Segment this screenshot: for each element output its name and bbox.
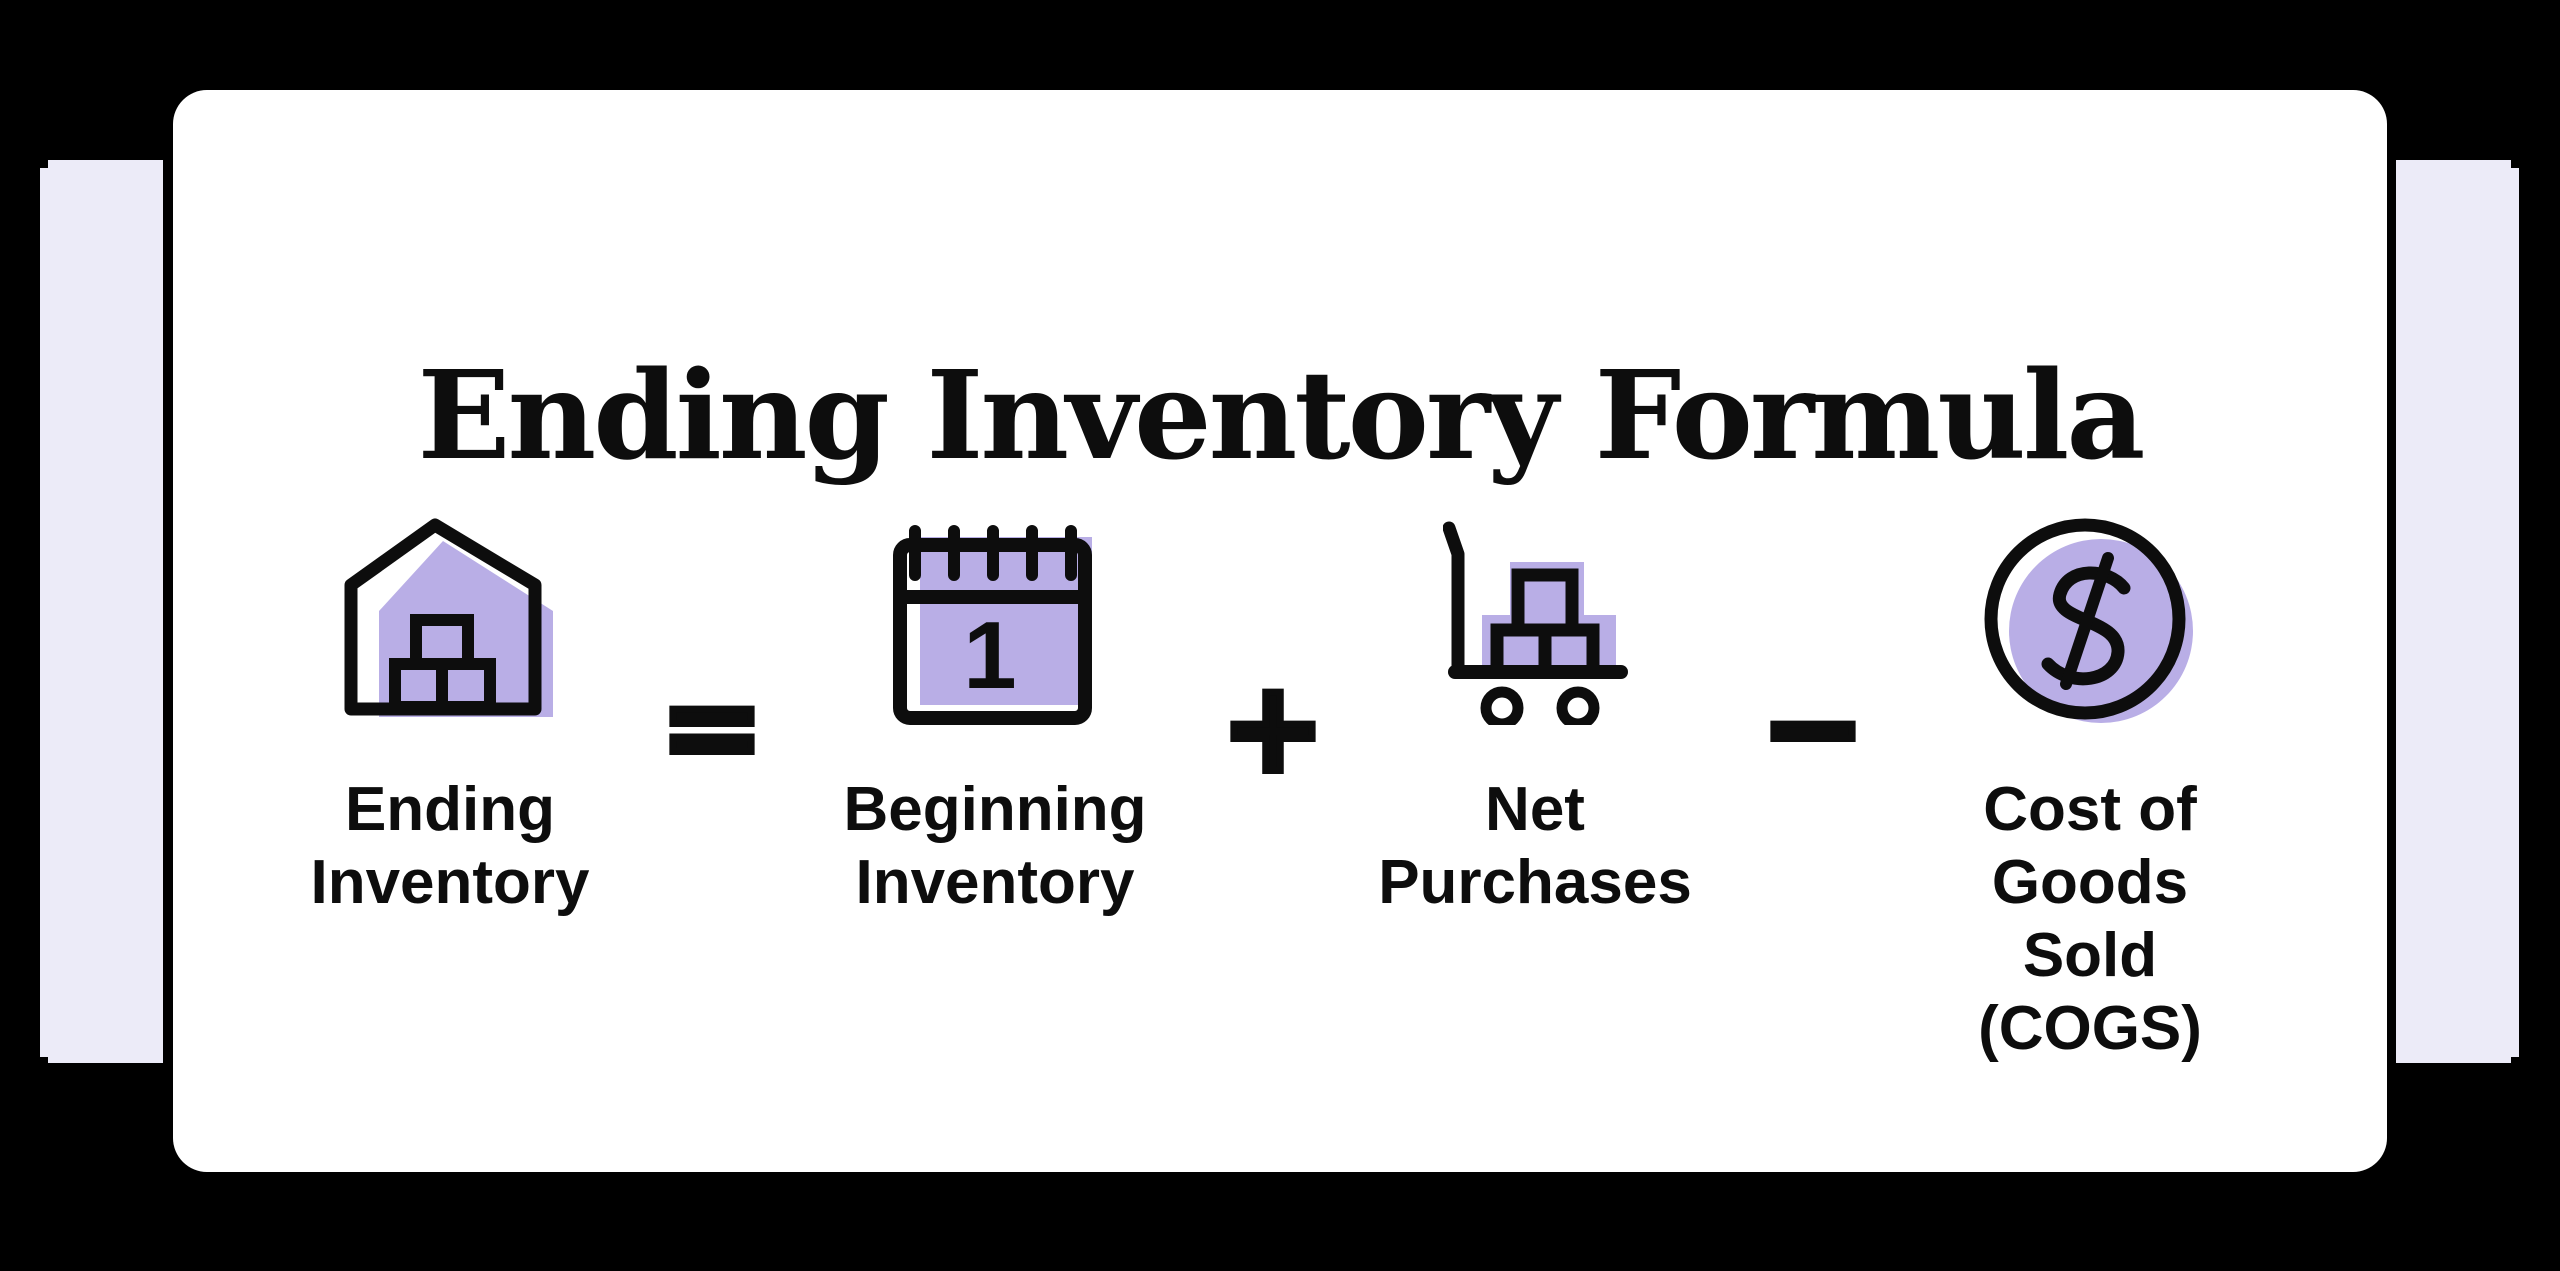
term-label: Cost of Goods Sold (COGS) — [1978, 775, 2202, 1063]
term-label: Beginning Inventory — [843, 775, 1147, 917]
cart-icon — [1442, 521, 1628, 725]
left-accent-bar — [48, 160, 163, 1063]
term-net-purchases: Net Purchases — [1378, 520, 1692, 919]
coin-icon — [1984, 518, 2193, 723]
plus-sign: + — [1217, 652, 1329, 804]
calendar-day: 1 — [963, 602, 1016, 709]
right-accent-bar — [2396, 160, 2511, 1063]
calendar-icon: 1 — [893, 525, 1092, 725]
term-label: Net Purchases — [1378, 775, 1692, 917]
term-label: Ending Inventory — [310, 775, 590, 917]
term-beginning-inventory: 1 Beginning Inventory — [843, 520, 1147, 919]
page-title: Ending Inventory Formula — [417, 342, 2146, 487]
equals-sign: = — [656, 651, 768, 803]
warehouse-icon — [344, 518, 553, 717]
minus-sign: − — [1757, 652, 1869, 804]
term-cogs: Cost of Goods Sold (COGS) — [1925, 518, 2255, 1065]
term-ending-inventory: Ending Inventory — [310, 518, 590, 919]
